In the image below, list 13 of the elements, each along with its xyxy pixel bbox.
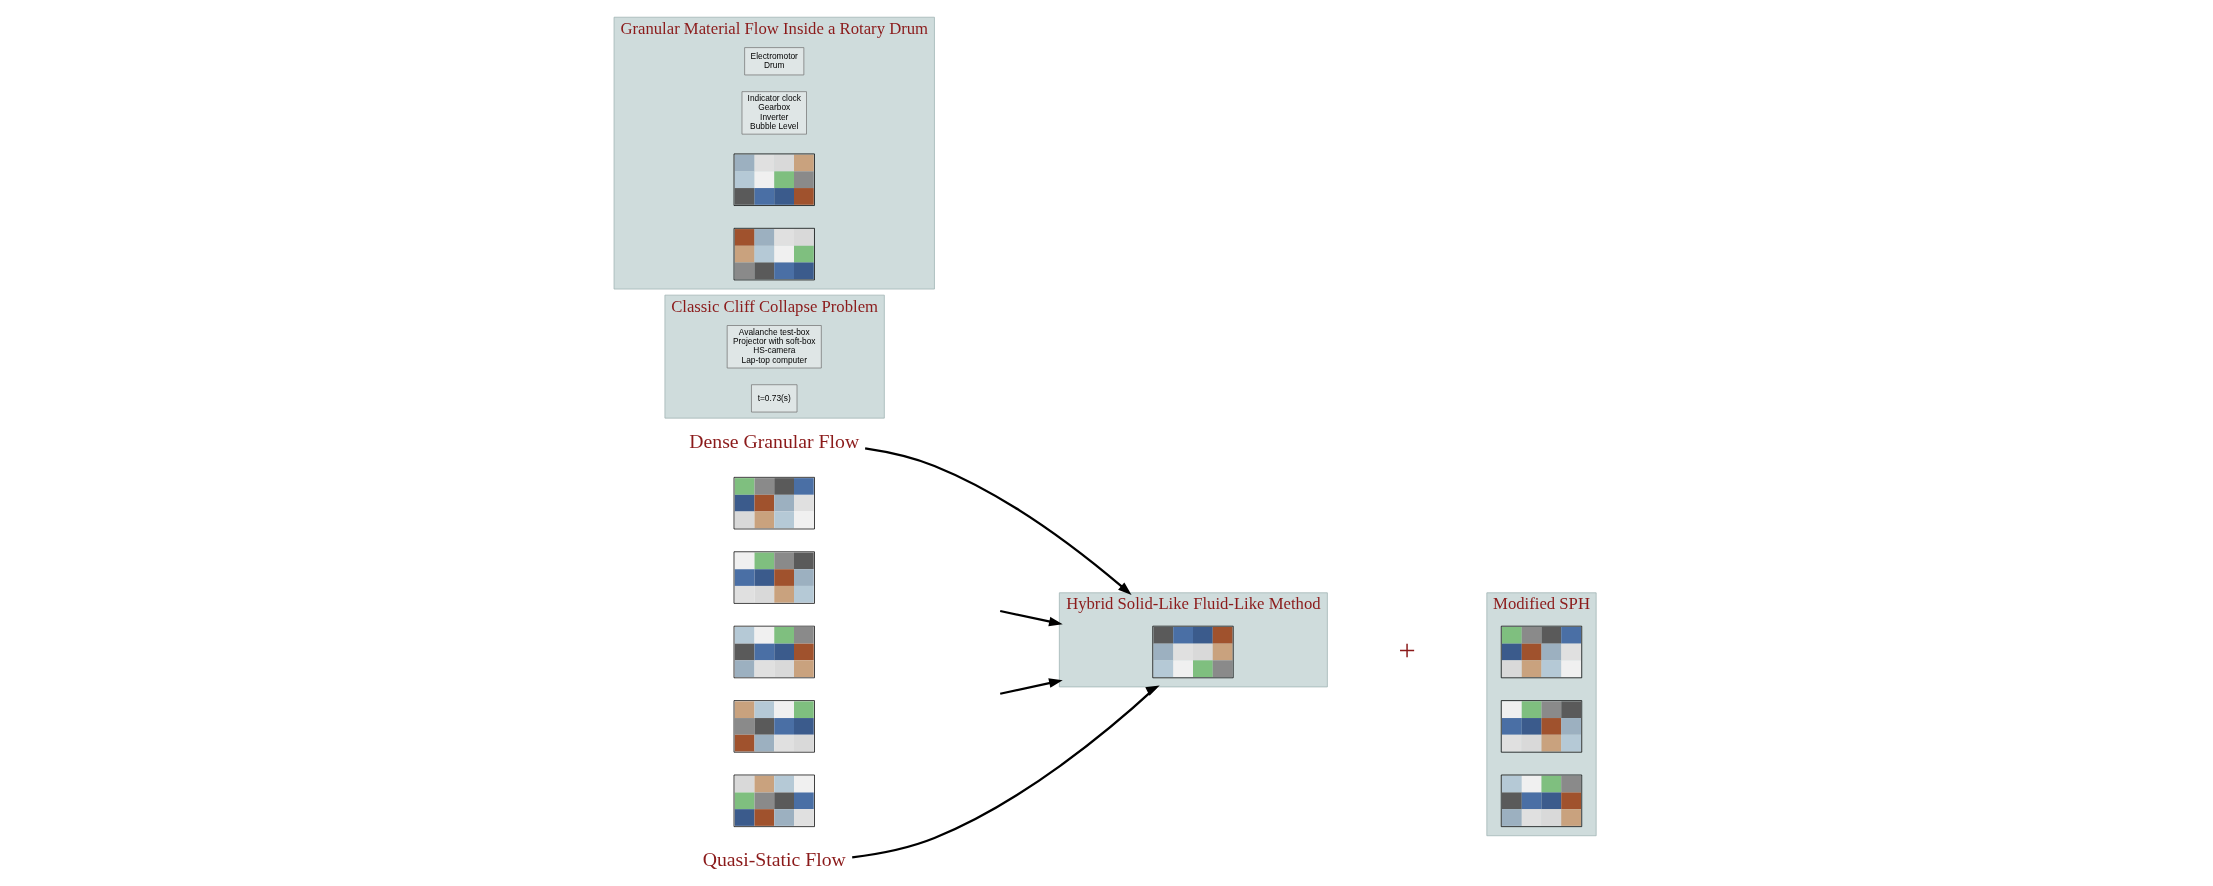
cluster: Modified SPH: [1485, 592, 1597, 837]
node-box: Indicator clock Gearbox Inverter Bubble Level: [741, 91, 807, 135]
arrow: [864, 447, 1132, 595]
cluster: Hybrid Solid-Like Fluid-Like Method: [1058, 592, 1328, 688]
label: +: [1398, 632, 1416, 667]
arrow: [999, 609, 1063, 627]
node-box: Electromotor Drum: [743, 47, 804, 76]
node-box: Avalanche test-box Projector with soft-box HS-camera Lap-top computer: [726, 325, 822, 369]
node-text: Dense Granular Flow: [688, 429, 859, 452]
node-text: Quasi-Static Flow: [702, 847, 846, 870]
arrow: [999, 678, 1063, 695]
arrow: [851, 685, 1160, 859]
node-box: t=0.73(s): [750, 384, 797, 413]
